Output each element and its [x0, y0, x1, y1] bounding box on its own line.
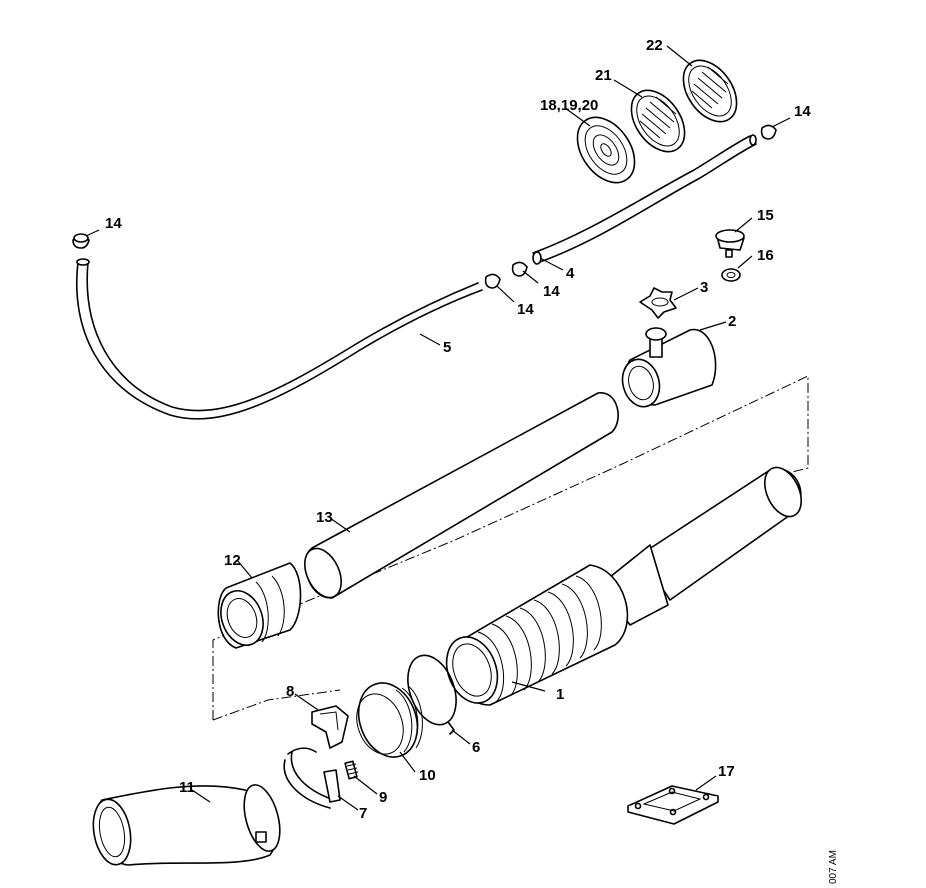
callout-7: 11 [179, 779, 195, 796]
callout-1: 1 [556, 686, 564, 703]
callout-2: 6 [472, 739, 480, 756]
knob-18 [715, 229, 745, 258]
washer-21 [721, 268, 741, 282]
ring-6 [356, 682, 423, 758]
callout-14: 14 [105, 215, 122, 232]
clamp-14-right [760, 124, 777, 140]
callout-14: 14 [794, 103, 811, 120]
callout-10: 2 [728, 313, 736, 330]
grille-17 [682, 59, 738, 123]
callout-17: 22 [646, 37, 663, 54]
callout-11: 3 [700, 279, 708, 296]
latch-4 [311, 705, 349, 749]
figure-code: 007 AM [828, 850, 839, 884]
grille-16 [630, 89, 686, 153]
callout-18-19-20: 15 [757, 207, 774, 224]
callout-6: 10 [419, 767, 436, 784]
clamp-14-mid2 [511, 261, 528, 277]
clamp-14-mid [484, 273, 501, 289]
leader-lines [85, 45, 791, 811]
assembly-boundary-line [212, 375, 809, 720]
callout-3: 7 [359, 805, 367, 822]
hose-13 [76, 258, 483, 420]
callout-22: 17 [718, 763, 735, 780]
nozzle-8 [217, 562, 302, 649]
callout-8: 12 [224, 552, 241, 569]
callout-4: 8 [286, 683, 294, 700]
grille-15 [576, 116, 636, 184]
star-knob-11 [639, 287, 677, 319]
callout-15: 18,19,20 [540, 97, 598, 114]
tube-1 [445, 466, 802, 706]
callout-21: 16 [757, 247, 774, 264]
hose-12 [532, 134, 757, 265]
callout-14: 14 [517, 301, 534, 318]
callout-5: 9 [379, 789, 387, 806]
callout-13: 5 [443, 339, 451, 356]
callout-12: 4 [566, 265, 575, 282]
callout-14: 14 [543, 283, 560, 300]
clamp-14-left [72, 233, 90, 249]
clamp-3 [283, 747, 341, 809]
ring-10 [621, 327, 717, 408]
callout-16: 21 [595, 67, 612, 84]
plate-22 [627, 785, 719, 825]
assembly-boundary-line-lower [212, 689, 341, 721]
callout-9: 13 [316, 509, 333, 526]
screw-5 [344, 760, 359, 780]
elbow-7 [92, 784, 281, 866]
tube-9 [304, 392, 619, 599]
